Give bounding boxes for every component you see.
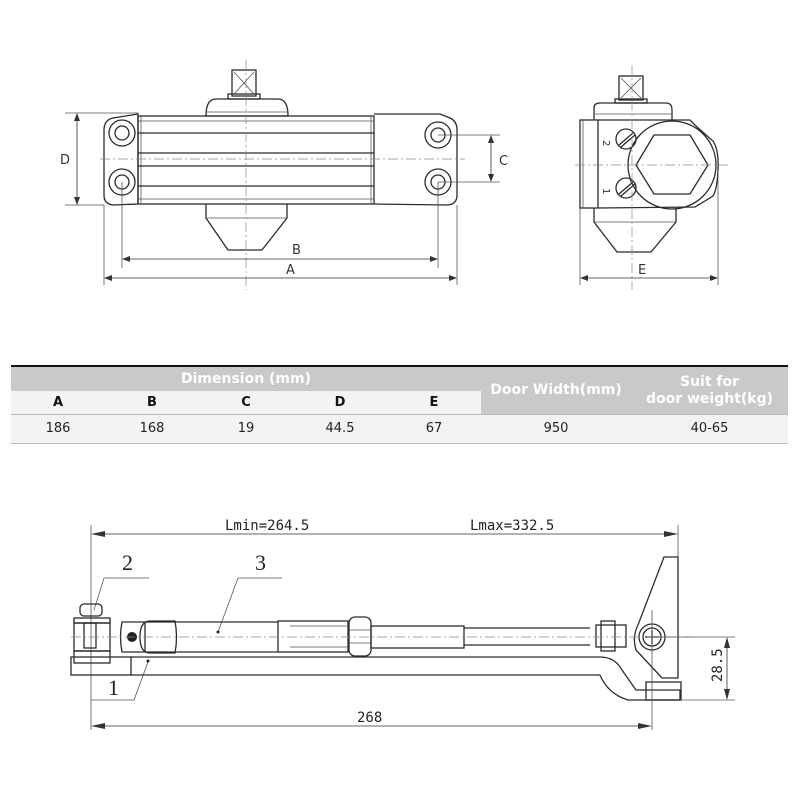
dimension-group-header: Dimension (mm)	[180, 371, 312, 387]
table-row: 186 168 19 44.5 67 950 40-65	[11, 415, 788, 443]
door-width-header-text: Door Width(mm)	[490, 382, 622, 398]
cell-b: 168	[139, 421, 165, 436]
cell-a: 186	[45, 421, 71, 436]
dimension-label-b: B	[292, 243, 301, 258]
cell-door-weight: 40-65	[690, 421, 729, 436]
height-label: 28.5	[710, 648, 726, 682]
lmax-label: Lmax=332.5	[470, 518, 554, 534]
mounting-hole	[108, 119, 452, 196]
length-label: 268	[357, 710, 382, 726]
table-bottom-rule	[11, 443, 788, 444]
side-view: 2 1 E	[575, 65, 728, 290]
part-label-1: 1	[108, 675, 119, 700]
door-weight-header-line1: Suit for	[679, 373, 740, 390]
column-header-e: E	[429, 395, 439, 410]
dimension-label-d: D	[60, 153, 70, 168]
arm-view: Lmin=264.5 Lmax=332.5 2 3 1	[70, 518, 735, 730]
part-label-3: 3	[255, 550, 266, 575]
cell-c: 19	[237, 421, 255, 436]
cell-d: 44.5	[325, 421, 355, 436]
door-weight-header-line2: door weight(kg)	[645, 390, 774, 407]
column-header-d: D	[334, 395, 346, 410]
door-width-header: Door Width(mm)	[481, 367, 631, 414]
column-header-b: B	[147, 395, 157, 410]
dimension-subheader-row: A B C D E	[11, 391, 481, 414]
table-top-rule	[11, 365, 788, 367]
dimension-label-e: E	[638, 263, 646, 278]
dimension-label-a: A	[286, 263, 295, 278]
dimension-label-c: C	[499, 154, 508, 169]
cell-e: 67	[425, 421, 443, 436]
cell-door-width: 950	[543, 421, 569, 436]
door-weight-header: Suit for door weight(kg)	[631, 367, 788, 414]
part-label-2: 2	[122, 550, 133, 575]
lmin-label: Lmin=264.5	[225, 518, 309, 534]
column-header-a: A	[52, 395, 64, 410]
valve-label-1: 1	[600, 188, 611, 194]
valve-label-2: 2	[600, 140, 611, 146]
column-header-c: C	[241, 395, 251, 410]
table-separator	[11, 414, 788, 415]
front-view: D C B A	[60, 60, 508, 290]
